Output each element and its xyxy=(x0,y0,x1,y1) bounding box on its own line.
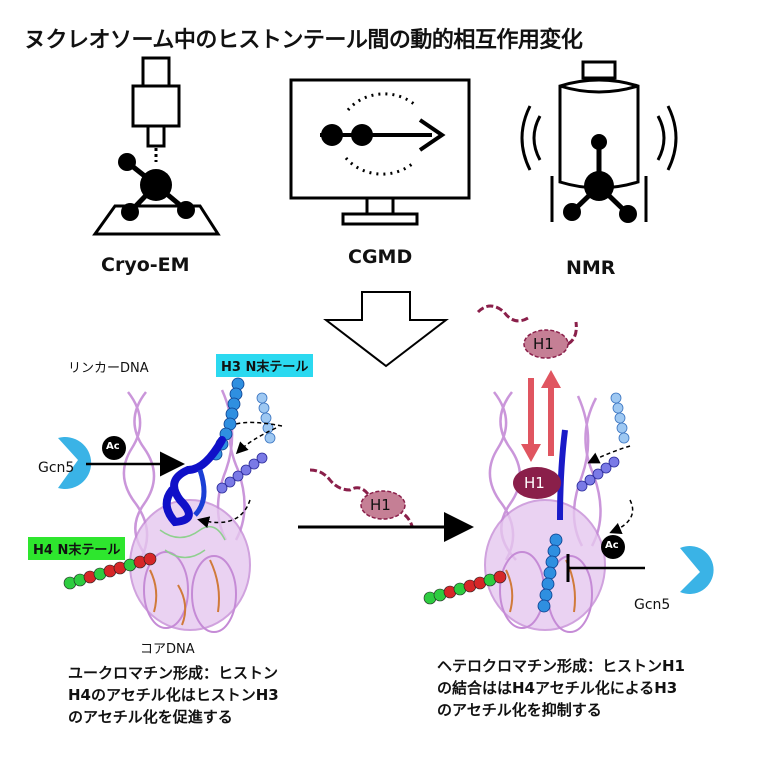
caption-left-line-2: H4のアセチル化はヒストンH3 xyxy=(68,686,279,704)
h1-tail-middle xyxy=(309,468,370,495)
molecule-icon-nmr xyxy=(563,134,637,223)
gcn5-enzyme-left-icon xyxy=(58,436,92,490)
label-nmr: NMR xyxy=(566,257,616,279)
label-cryo-em: Cryo-EM xyxy=(101,254,190,276)
caption-left: ユークロマチン形成：ヒストン H4のアセチル化はヒストンH3 のアセチル化を促進… xyxy=(68,662,279,728)
label-core-dna: コアDNA xyxy=(140,642,195,657)
label-gcn5-left: Gcn5 xyxy=(38,460,75,476)
acetyl-badge-left xyxy=(102,436,126,460)
h1-tail-top xyxy=(476,304,529,323)
caption-left-line-1: ユークロマチン形成：ヒストン xyxy=(68,664,279,682)
caption-right: ヘテロクロマチン形成：ヒストンH1 の結合ははH4アセチル化によるH3 のアセチ… xyxy=(437,655,685,721)
h1-protein-middle xyxy=(360,490,406,520)
equilibrium-arrows xyxy=(521,370,561,462)
label-h1-bound: H1 xyxy=(524,474,545,492)
label-ac-right: Ac xyxy=(605,540,619,551)
label-h1-middle: H1 xyxy=(370,496,391,514)
h1-protein-bound xyxy=(513,467,561,499)
molecule-icon-em xyxy=(118,153,195,221)
monitor-icon xyxy=(289,78,471,226)
label-linker-dna: リンカーDNA xyxy=(68,361,149,376)
page-title: ヌクレオソーム中のヒストンテール間の動的相互作用変化 xyxy=(24,28,583,53)
nucleosome-left xyxy=(63,377,283,633)
hollow-down-arrow xyxy=(323,291,449,368)
gcn5-enzyme-right-icon xyxy=(680,546,714,594)
caption-right-line-1: ヘテロクロマチン形成：ヒストンH1 xyxy=(437,657,685,675)
acetyl-badge-right xyxy=(601,535,625,559)
label-h4-tail: H4 N末テール xyxy=(28,537,126,560)
microscope-icon xyxy=(92,56,221,236)
nmr-magnet-icon xyxy=(520,60,678,222)
label-h3-tail: H3 N末テール xyxy=(216,354,314,377)
label-h1-top: H1 xyxy=(533,335,554,353)
caption-right-line-3: のアセチル化を抑制する xyxy=(437,701,602,719)
caption-right-line-2: の結合ははH4アセチル化によるH3 xyxy=(437,679,678,697)
label-gcn5-right: Gcn5 xyxy=(634,597,671,613)
nucleosome-right xyxy=(423,391,634,633)
h1-protein-top xyxy=(523,329,569,359)
caption-left-line-3: のアセチル化を促進する xyxy=(68,708,233,726)
label-cgmd: CGMD xyxy=(348,246,413,268)
label-ac-left: Ac xyxy=(106,441,120,452)
